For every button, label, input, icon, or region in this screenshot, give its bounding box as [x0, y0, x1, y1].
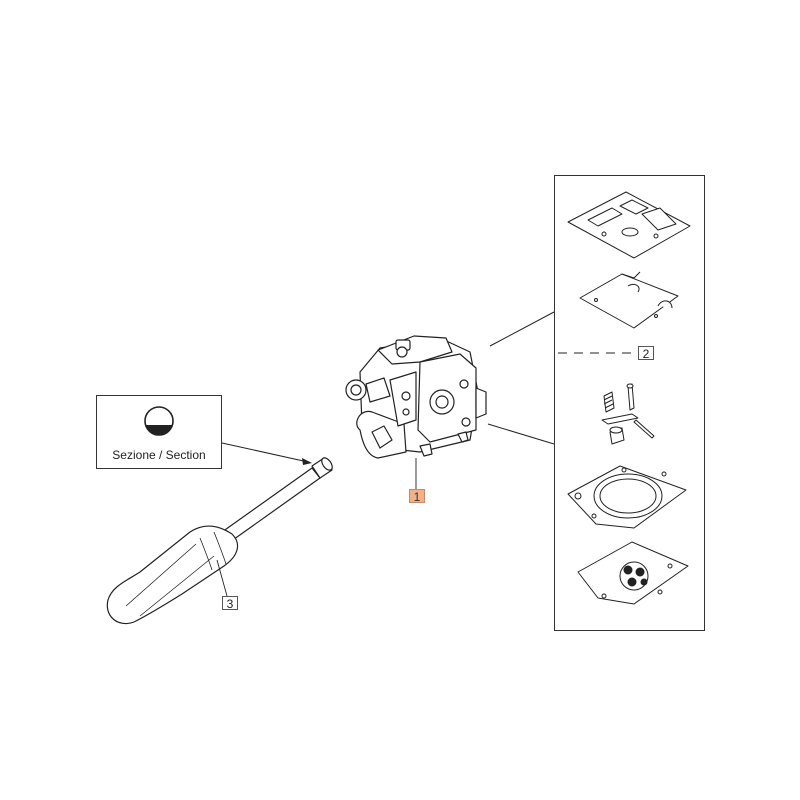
carburetor-icon: [345, 335, 487, 459]
callout-2[interactable]: 2: [638, 346, 654, 361]
section-label: Sezione / Section: [112, 448, 206, 462]
kit-connector-lines: [487, 311, 555, 445]
screwdriver-icon: [106, 457, 333, 625]
section-legend: Sezione / Section: [96, 395, 222, 469]
callout-1[interactable]: 1: [409, 489, 425, 504]
small-parts-icon: [601, 383, 655, 445]
metering-gasket-icon: [567, 191, 691, 259]
repair-kit-box: [554, 175, 705, 631]
callout-3[interactable]: 3: [222, 596, 238, 611]
kit-parts: [567, 191, 691, 605]
pump-gasket-icon: [567, 465, 687, 529]
leader-line-3: [216, 559, 228, 597]
section-arrow: [221, 442, 312, 465]
pump-diaphragm-icon: [577, 541, 689, 605]
diaphragm-plate-icon: [579, 271, 679, 329]
section-circle-icon: [144, 406, 174, 436]
